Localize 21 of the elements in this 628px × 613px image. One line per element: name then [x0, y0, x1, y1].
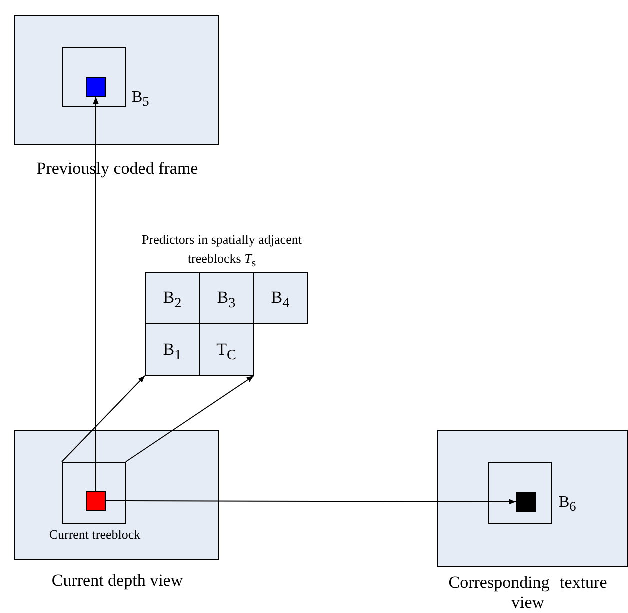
- cell-label: B$_{1}$: [162, 339, 183, 366]
- block-label: B$_{6}$: [559, 494, 576, 516]
- grid-cell: [145, 272, 200, 324]
- arrow: [93, 96, 99, 492]
- grid-cell: [145, 323, 200, 376]
- grid-cell: [199, 272, 254, 324]
- group-heading: Predictors in spatially adjacent treeblocks T$_{s}$: [142, 231, 302, 272]
- cell-label: B$_{4}$: [270, 287, 291, 314]
- arrow: [62, 376, 146, 462]
- cell-label: T$_{C}$: [216, 339, 238, 366]
- frame-label: Corresponding texture view: [448, 573, 608, 613]
- grid-cell: [199, 323, 254, 376]
- frame-label: Current depth view: [50, 571, 184, 592]
- grid-cell: [253, 272, 308, 324]
- frame-label: Current treeblock: [48, 527, 142, 543]
- arrow: [126, 376, 254, 462]
- block-label: B$_{5}$: [132, 89, 150, 110]
- cell-label: B$_{2}$: [162, 287, 183, 314]
- block-square: [86, 491, 106, 511]
- cell-label: B$_{3}$: [216, 287, 237, 314]
- arrow: [106, 499, 516, 505]
